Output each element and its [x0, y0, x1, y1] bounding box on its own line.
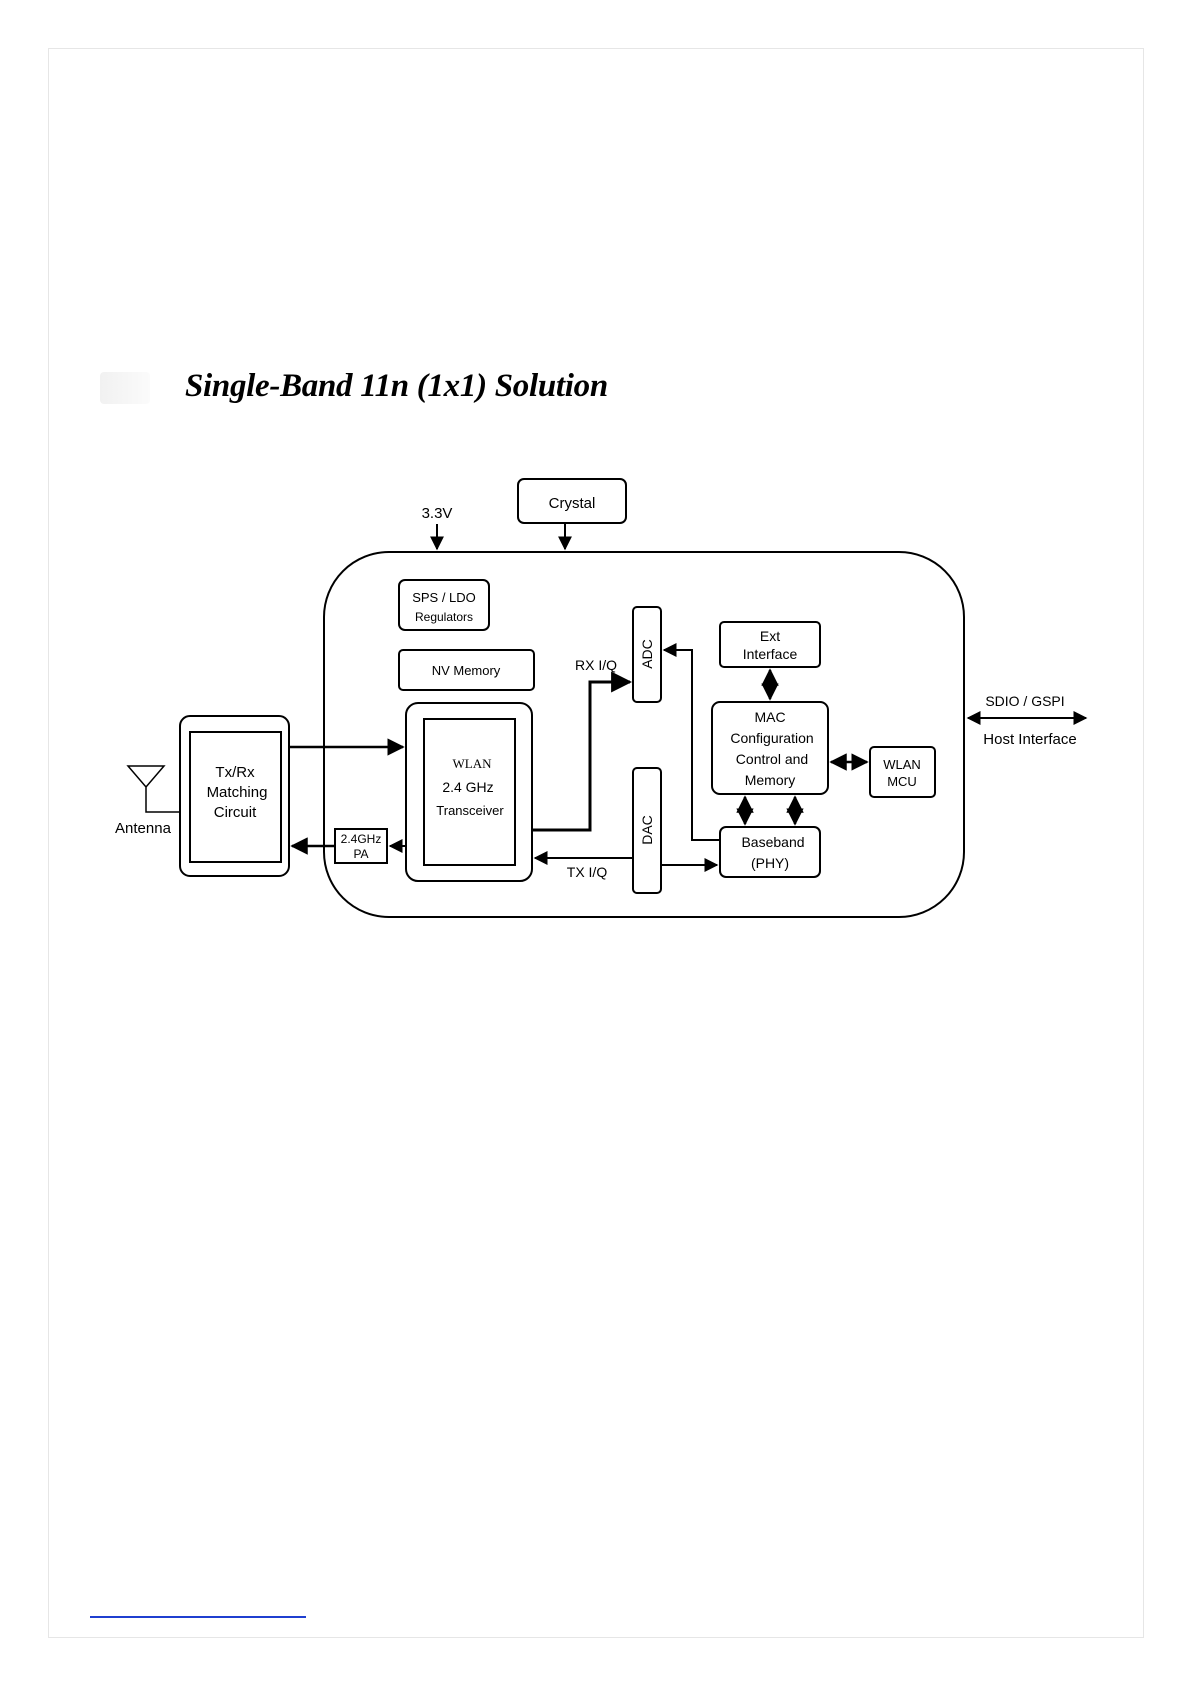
baseband-line-2: (PHY) — [751, 855, 789, 871]
antenna-label: Antenna — [115, 820, 172, 837]
matching-line-3: Circuit — [214, 804, 257, 821]
tx-iq-label: TX I/Q — [567, 864, 608, 880]
nv-memory-label: NV Memory — [432, 663, 501, 678]
host-bus-label: SDIO / GSPI — [985, 693, 1064, 709]
rx-iq-label: RX I/Q — [575, 657, 617, 673]
supply-label: 3.3V — [422, 505, 453, 522]
ext-interface-line-1: Ext — [760, 628, 780, 644]
regulators-line-1: SPS / LDO — [412, 590, 476, 605]
mac-line-3: Control and — [736, 751, 808, 767]
transceiver-line-2: 2.4 GHz — [442, 779, 493, 795]
matching-line-1: Tx/Rx — [215, 764, 255, 781]
adc-label: ADC — [639, 639, 655, 669]
regulators-line-2: Regulators — [415, 610, 473, 624]
matching-line-2: Matching — [207, 784, 268, 801]
antenna-icon — [128, 766, 180, 812]
transceiver-line-1: WLAN — [453, 756, 493, 771]
crystal-label: Crystal — [549, 495, 596, 512]
wlan-mcu-block — [870, 747, 935, 797]
rx-iq-path — [532, 682, 630, 830]
transceiver-line-3: Transceiver — [436, 803, 504, 818]
pa-line-1: 2.4GHz — [341, 832, 382, 846]
ext-interface-line-2: Interface — [743, 646, 798, 662]
mac-line-4: Memory — [745, 772, 796, 788]
wlan-mcu-line-1: WLAN — [883, 757, 921, 772]
footer-link-underline[interactable] — [90, 1616, 306, 1618]
host-interface-label: Host Interface — [983, 731, 1076, 748]
wlan-mcu-line-2: MCU — [887, 774, 917, 789]
mac-line-1: MAC — [754, 709, 785, 725]
mac-line-2: Configuration — [730, 730, 813, 746]
dac-label: DAC — [639, 815, 655, 845]
baseband-line-1: Baseband — [741, 834, 804, 850]
pa-line-2: PA — [353, 847, 368, 861]
